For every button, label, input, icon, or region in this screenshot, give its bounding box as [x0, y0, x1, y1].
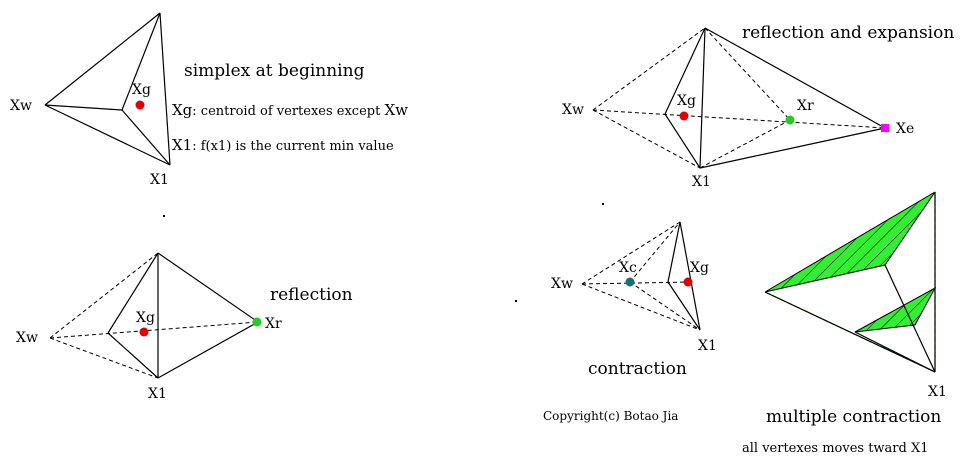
dash-xw-top: [581, 221, 681, 285]
edge-xw-x1: [44, 104, 171, 166]
xr-point: [785, 115, 795, 125]
xg-point: [679, 111, 689, 121]
edge-top-xe: [704, 27, 886, 129]
xe-point: [881, 124, 889, 132]
shaded-large-triangle: [764, 191, 936, 293]
edge-xw-top: [44, 12, 161, 106]
edge-left-top: [107, 252, 159, 334]
median-x1: [121, 109, 171, 166]
label-xr: Xr: [265, 316, 282, 332]
edge-top-x1: [159, 12, 171, 166]
edge-left-top: [667, 221, 681, 283]
label-xw: Xw: [16, 330, 38, 346]
label-xw: Xw: [10, 98, 32, 114]
label-xw: Xw: [551, 276, 573, 292]
panel-contraction: Xw Xc Xg X1 contraction Copyright(c) Bot…: [515, 221, 717, 423]
panel-reflection: Xw Xg Xr X1 reflection: [16, 252, 353, 402]
dash-xw-bottom: [581, 283, 701, 331]
desc-xg-text: : centroid of vertexes except: [192, 104, 384, 119]
label-x1: X1: [698, 338, 717, 354]
dash-xw-bottom: [592, 109, 701, 169]
dash-xc-top: [629, 221, 681, 283]
label-xe: Xe: [896, 121, 914, 137]
xg-point: [139, 327, 149, 337]
label-xw: Xw: [562, 102, 584, 118]
edge-left-bottom: [667, 281, 701, 331]
dash-xw-xg: [581, 281, 691, 285]
edge-top-xr: [157, 252, 259, 323]
shaded-small-triangle: [854, 286, 937, 333]
panel-subtitle-multiple: all vertexes moves tward X1: [742, 441, 929, 456]
dash-xw-xe: [592, 109, 886, 129]
xg-point: [135, 100, 145, 110]
edge-bottom: [764, 291, 936, 373]
label-x1: X1: [150, 172, 169, 188]
panel-title-beginning: simplex at beginning: [184, 61, 365, 81]
desc-xg: Xg: centroid of vertexes except Xw: [172, 101, 408, 119]
xg-point: [683, 277, 693, 287]
stray-dot: [163, 215, 165, 217]
panel-title-expansion: reflection and expansion: [742, 23, 954, 43]
desc-x1-bold: X1: [172, 136, 192, 154]
edge-left-bottom: [664, 113, 701, 169]
desc-x1: X1: f(x1) is the current min value: [172, 136, 394, 154]
desc-xg-bold: Xg: [172, 101, 193, 119]
desc-x1-text: : f(x1) is the current min value: [192, 139, 394, 154]
dash-xw-top: [592, 27, 706, 111]
label-xg: Xg: [132, 82, 151, 98]
panel-multiple-contraction: X1 multiple contraction all vertexes mov…: [742, 191, 947, 456]
label-xc: Xc: [619, 260, 637, 276]
panel-title-multiple: multiple contraction: [766, 407, 941, 427]
dash-bottom-xr: [699, 119, 791, 169]
dash-xc-bottom: [629, 281, 701, 331]
edge-left-top: [664, 27, 706, 115]
xr-point: [252, 317, 262, 327]
dash-xw-top: [49, 252, 159, 339]
dash-xw-bottom: [49, 337, 159, 379]
panel-title-contraction: contraction: [588, 359, 687, 379]
edge-bottom-xr: [157, 321, 259, 379]
median-xw: [44, 104, 123, 111]
label-x1: X1: [928, 384, 947, 400]
label-xg: Xg: [677, 93, 696, 109]
median-top: [121, 12, 161, 111]
panel-expansion: Xw Xg Xr Xe X1 reflection and expansion: [562, 23, 954, 205]
median-small: [854, 331, 936, 373]
edge-bottom-xe: [699, 127, 886, 169]
median-top-x1: [884, 264, 936, 373]
edge-vertical: [699, 27, 706, 169]
label-x1: X1: [148, 386, 167, 402]
label-xg: Xg: [690, 260, 709, 276]
stray-dot: [515, 300, 517, 302]
panel-beginning: Xw Xg X1 simplex at beginning Xg: centro…: [10, 12, 408, 217]
stray-dot: [602, 203, 604, 205]
xc-point: [625, 277, 635, 287]
label-xr: Xr: [797, 98, 814, 114]
edge-right: [679, 221, 701, 331]
panel-title-reflection: reflection: [270, 285, 353, 305]
label-x1: X1: [692, 174, 711, 190]
label-xg: Xg: [136, 310, 155, 326]
desc-xg-end: Xw: [384, 101, 408, 119]
edge-left-bottom: [107, 332, 159, 379]
copyright-text: Copyright(c) Botao Jia: [543, 409, 678, 423]
